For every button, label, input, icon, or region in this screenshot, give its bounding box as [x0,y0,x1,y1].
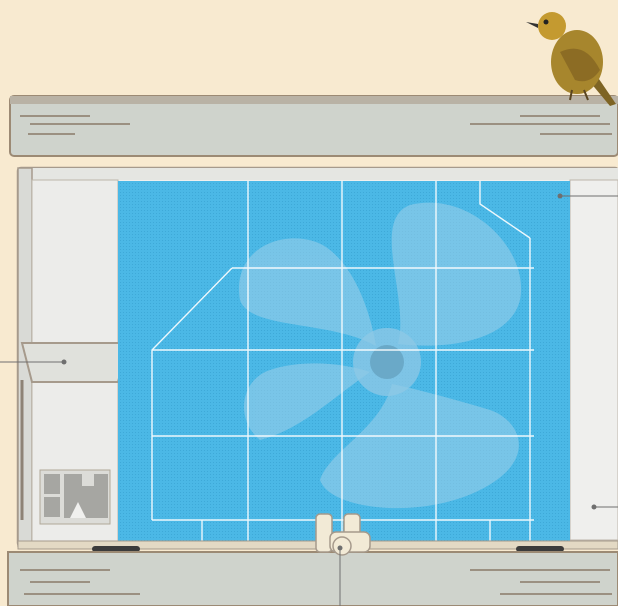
casing-top-band [18,168,618,180]
drain-fitting-icon [315,513,371,556]
callout-casing-right [591,504,618,510]
left-foot [92,546,140,552]
fan-hub [370,345,404,379]
callout-drain-fitting [337,545,343,606]
callout-side-panel [0,359,67,365]
callout-heat-exchanger [557,193,618,199]
bird-icon [526,12,616,106]
grille-frame-lines [151,181,534,541]
right-foot [516,546,564,552]
casing-right-panel [569,179,618,541]
top-shelf [9,95,618,157]
bottom-shelf [7,551,618,606]
service-panel-icon [44,474,108,518]
